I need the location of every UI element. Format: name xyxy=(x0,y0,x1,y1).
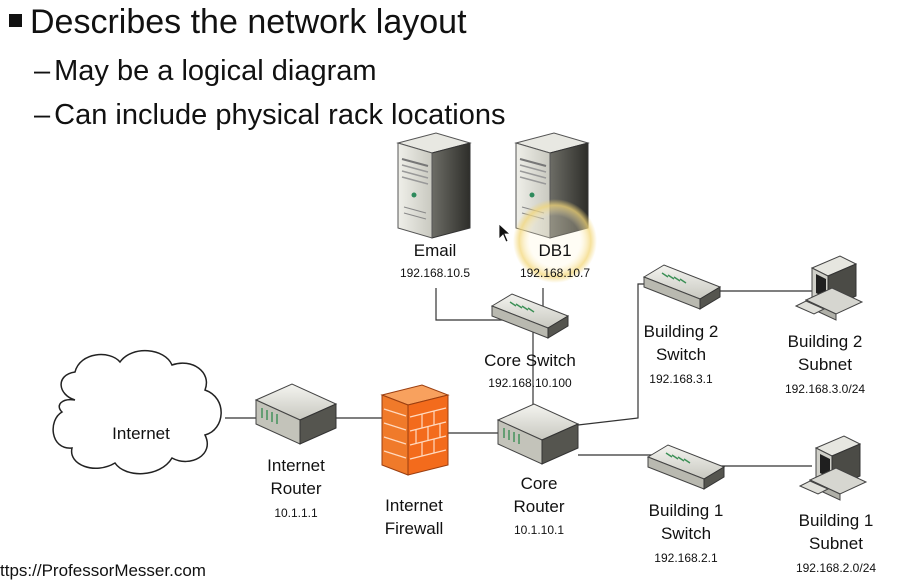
core-switch-ip: 192.168.10.100 xyxy=(488,376,572,390)
building2-subnet-ip: 192.168.3.0/24 xyxy=(784,382,866,396)
core-switch-icon xyxy=(490,293,570,339)
core-router-icon xyxy=(496,403,580,465)
building2-workstation-icon xyxy=(794,255,864,321)
cursor-highlight-circle xyxy=(513,199,597,283)
core-router-ip: 10.1.10.1 xyxy=(513,523,565,537)
sub-bullet-2-text: Can include physical rack locations xyxy=(54,99,506,131)
internet-firewall-label-1: Internet xyxy=(385,496,443,515)
building2-subnet-label-2: Subnet xyxy=(798,355,852,374)
email-ip: 192.168.10.5 xyxy=(399,266,471,280)
building1-switch-label-1: Building 1 xyxy=(648,501,724,520)
building1-workstation-icon xyxy=(798,435,868,501)
core-router-label-2: Router xyxy=(513,497,565,516)
building2-subnet-label-1: Building 2 xyxy=(787,332,863,351)
db1-label: DB1 xyxy=(538,241,572,260)
bullet-square-icon xyxy=(9,14,22,27)
sub-bullet-2: –Can include physical rack locations xyxy=(34,98,505,132)
internet-cloud-icon xyxy=(52,349,222,475)
internet-router-label-1: Internet xyxy=(267,456,325,475)
building1-switch-icon xyxy=(646,444,726,490)
building1-switch-ip: 192.168.2.1 xyxy=(654,551,718,565)
core-switch-label: Core Switch xyxy=(484,351,576,370)
db1-ip: 192.168.10.7 xyxy=(519,266,591,280)
sub-bullet-1-text: May be a logical diagram xyxy=(54,55,377,87)
dash-icon: – xyxy=(34,55,51,87)
internet-label: Internet xyxy=(112,424,170,443)
internet-router-ip: 10.1.1.1 xyxy=(274,506,318,520)
mouse-pointer-icon xyxy=(498,223,512,243)
email-label: Email xyxy=(413,241,457,260)
internet-firewall-label-2: Firewall xyxy=(384,519,444,538)
internet-router-icon xyxy=(254,383,338,445)
building1-subnet-label-1: Building 1 xyxy=(798,511,874,530)
building2-switch-label-1: Building 2 xyxy=(643,322,719,341)
firewall-icon xyxy=(380,384,450,476)
email-server-icon xyxy=(396,132,472,239)
footer-url: ttps://ProfessorMesser.com xyxy=(0,561,206,580)
building1-switch-label-2: Switch xyxy=(660,524,712,543)
dash-icon: – xyxy=(34,99,51,131)
building1-subnet-ip: 192.168.2.0/24 xyxy=(795,561,877,575)
sub-bullet-1: –May be a logical diagram xyxy=(34,54,377,88)
connection-lines xyxy=(225,283,812,467)
building2-switch-ip: 192.168.3.1 xyxy=(649,372,713,386)
building2-switch-icon xyxy=(642,264,722,310)
building1-subnet-label-2: Subnet xyxy=(809,534,863,553)
building2-switch-label-2: Switch xyxy=(655,345,707,364)
bullet-main: Describes the network layout xyxy=(9,2,467,42)
link-email-core-switch xyxy=(435,288,510,321)
link-core-router-building2 xyxy=(577,283,650,426)
bullet-main-text: Describes the network layout xyxy=(30,3,467,41)
core-router-label-1: Core xyxy=(520,474,558,493)
internet-router-label-2: Router xyxy=(270,479,322,498)
